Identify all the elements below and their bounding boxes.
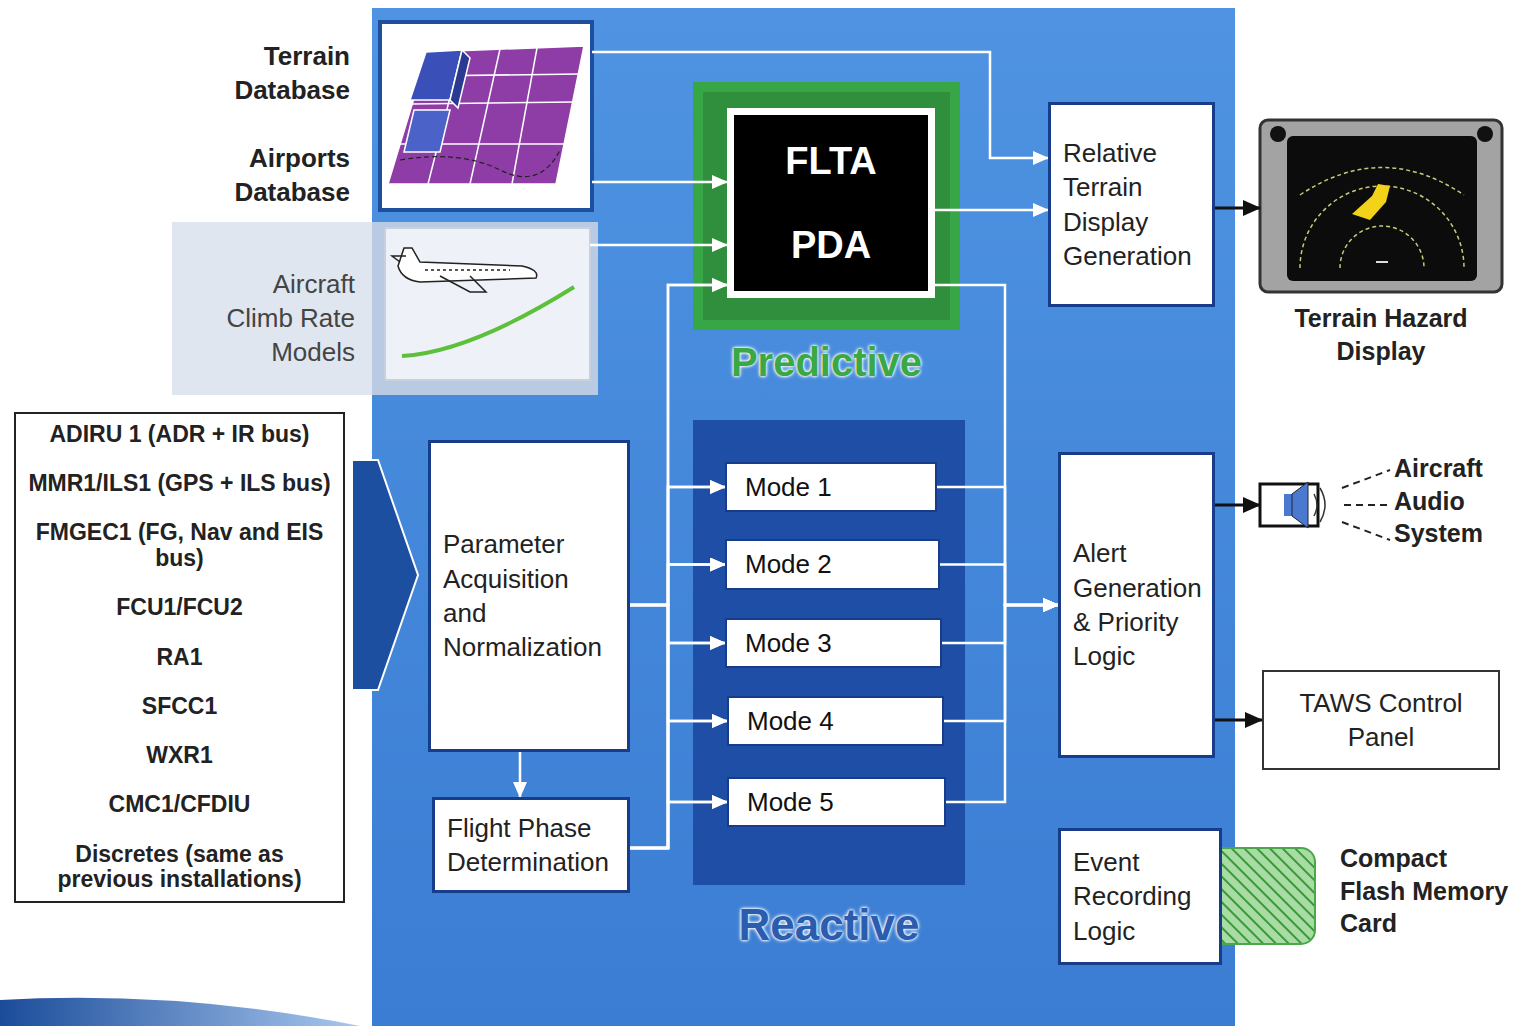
reactive-panel (693, 420, 965, 885)
audio-unit: Aircraft Audio System (1260, 478, 1340, 533)
connector (1215, 207, 1260, 210)
connector (942, 605, 1058, 643)
node-label: Alert Generation & Priority Logic (1073, 536, 1200, 673)
node-label: CMC1/CFDIU (109, 792, 251, 818)
connector (630, 285, 727, 605)
node-label: SFCC1 (142, 694, 217, 720)
process-box: Alert Generation & Priority Logic (1058, 452, 1215, 758)
connector (1215, 719, 1262, 722)
node-label: Aircraft Climb Rate Models (213, 268, 355, 369)
node-label: Mode 1 (745, 472, 917, 503)
node-label: MMR1/ILS1 (GPS + ILS bus) (28, 471, 330, 497)
node-label: Aircraft Audio System (1394, 452, 1530, 550)
connector (630, 605, 727, 721)
predictive-group: PredictiveFLTAPDA (693, 82, 960, 330)
display-unit: Terrain Hazard Display (1260, 120, 1502, 292)
speaker-figure (1260, 470, 1390, 540)
connector (935, 285, 1058, 605)
mode-box: Mode 3 (725, 618, 942, 668)
predictive-function-box: FLTA PDA (727, 108, 935, 298)
connector (630, 605, 725, 643)
connector (519, 752, 522, 797)
node-label: ADIRU 1 (ADR + IR bus) (49, 422, 309, 448)
connector (940, 565, 1058, 606)
monitor-figure (1260, 120, 1502, 292)
connector (937, 487, 1058, 605)
mode-box: Mode 4 (727, 696, 944, 746)
connector (630, 721, 727, 848)
node-label: TAWS Control Panel (1276, 686, 1486, 755)
node-label: Flight Phase Determination (447, 811, 615, 880)
database-picture: Terrain DatabaseAirports Database (380, 22, 592, 210)
climb-curve (402, 287, 574, 356)
node-label: Reactive (693, 896, 965, 953)
input-list-box: ADIRU 1 (ADR + IR bus) MMR1/ILS1 (GPS + I… (14, 412, 345, 903)
process-box: Flight Phase Determination (432, 797, 630, 893)
node-label: Relative Terrain Display Generation (1063, 136, 1200, 273)
node-label: WXR1 (146, 743, 212, 769)
terrain-grid (388, 46, 584, 184)
process-box: Event Recording Logic (1058, 828, 1222, 965)
node-label: FCU1/FCU2 (116, 595, 243, 621)
connector (352, 460, 418, 690)
swoosh (0, 998, 360, 1026)
connector (935, 209, 1048, 212)
model-panel (172, 222, 380, 395)
connector (630, 802, 727, 848)
system-panel (372, 8, 1235, 1026)
node-label: Predictive (693, 336, 960, 388)
connector (630, 643, 725, 848)
node-label: Compact Flash Memory Card (1340, 842, 1512, 940)
node-label: Terrain Hazard Display (1260, 302, 1502, 367)
climb-model-picture: Aircraft Climb Rate Models (385, 228, 590, 380)
connector (630, 565, 725, 849)
connector (630, 487, 725, 605)
connector (630, 565, 725, 606)
node-label: PDA (791, 224, 871, 267)
node-label: Mode 2 (745, 549, 920, 580)
node-label: FLTA (785, 140, 876, 183)
node-label: Mode 5 (747, 787, 926, 818)
predictive-frame (693, 82, 960, 330)
node-label: Terrain Database (200, 40, 350, 108)
connector (630, 285, 727, 848)
node-label: Event Recording Logic (1073, 845, 1207, 948)
climb-frame (385, 228, 590, 380)
process-box: Relative Terrain Display Generation (1048, 102, 1215, 307)
process-box: Parameter Acquisition and Normalization (428, 440, 630, 752)
predictive-frame (703, 92, 950, 320)
model-panel (372, 222, 598, 395)
database-frame (380, 22, 592, 210)
connector (592, 181, 727, 184)
node-label: Mode 4 (747, 706, 924, 737)
node-label: Discretes (same as previous installation… (26, 842, 333, 894)
airplane-figure (392, 248, 537, 292)
connector (630, 605, 727, 802)
control-panel-box: TAWS Control Panel (1262, 670, 1500, 770)
node-label: FMGEC1 (FG, Nav and EIS bus) (26, 520, 333, 572)
connector (944, 605, 1058, 721)
node-label: Parameter Acquisition and Normalization (443, 527, 615, 664)
memory-card-unit: Compact Flash Memory Card (1155, 848, 1315, 944)
connector (946, 605, 1058, 802)
reactive-group: ReactiveMode 1Mode 2Mode 3Mode 4Mode 5 (693, 420, 965, 885)
connector (590, 244, 727, 247)
connector (630, 487, 725, 848)
node-label: RA1 (156, 645, 202, 671)
node-label: Mode 3 (745, 628, 922, 659)
connector (1215, 504, 1260, 507)
mode-box: Mode 5 (727, 777, 946, 827)
mode-box: Mode 2 (725, 539, 940, 590)
mode-box: Mode 1 (725, 462, 937, 512)
node-label: Airports Database (200, 142, 350, 210)
